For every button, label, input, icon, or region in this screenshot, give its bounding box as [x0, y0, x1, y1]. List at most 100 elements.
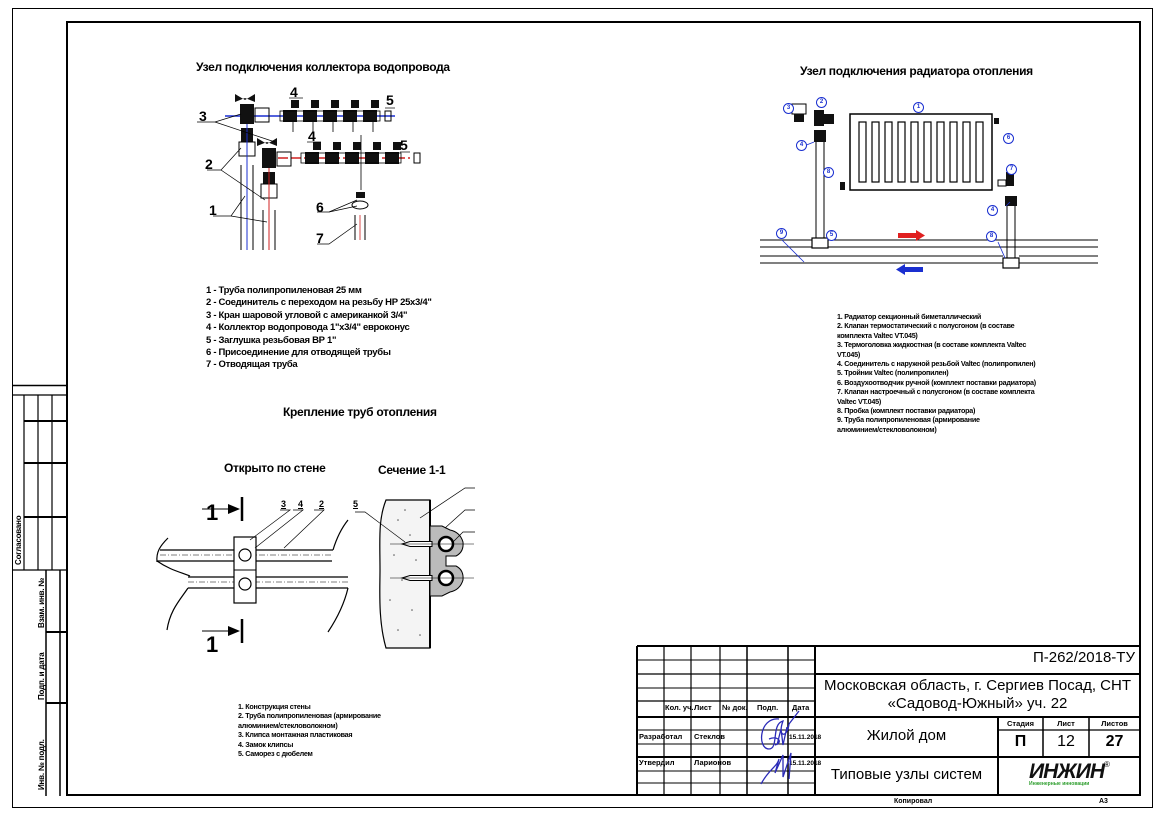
legend-item: 1 - Труба полипропиленовая 25 мм [206, 285, 362, 296]
sheets-value: 27 [1105, 733, 1124, 750]
legend-item: 4. Замок клипсы [238, 739, 294, 749]
callout-5-top: 5 [386, 92, 394, 108]
copied-label: Копировал [894, 798, 933, 805]
callout-9: 9 [776, 228, 787, 239]
callout-4-left: 4 [796, 140, 807, 151]
object-name: Жилой дом [866, 727, 947, 744]
sheet-title: Типовые узлы систем [830, 766, 983, 783]
header-date: Дата [792, 703, 810, 712]
stage-label: Стадия [1006, 719, 1034, 728]
legend-item: 1. Радиатор секционный биметаллический [837, 312, 982, 321]
callout-4: 4 [298, 499, 304, 509]
callout-8-left: 8 [823, 167, 834, 178]
pipe-mounting-open-view [156, 497, 349, 643]
callout-1: 1 [209, 202, 217, 218]
outer-frame [12, 8, 1153, 808]
legend-item: 2. Клапан термостатический с полусгоном … [837, 321, 1015, 331]
legend-item: 6. Воздухоотводчик ручной (комплект пост… [837, 377, 1036, 387]
row-name-approver: Ларионов [694, 758, 732, 767]
row-role-approver: Утвердил [639, 758, 675, 767]
pipe-mounting-section-view [355, 487, 475, 649]
legend-item: VT.045) [837, 349, 861, 359]
stamp-agreed: Согласовано [14, 515, 23, 565]
return-arrow [896, 264, 923, 275]
row-date-approver: 15.11.2018 [789, 760, 822, 767]
stamp-inv-replace: Взам. инв. № [37, 577, 46, 628]
callout-2: 2 [816, 97, 827, 108]
title-block: Кол. уч. Лист № док. Подп. Дата Разработ… [636, 645, 1140, 795]
callout-6: 6 [316, 199, 324, 215]
legend-item: 7. Клапан настроечный с полусгоном (в со… [837, 387, 1035, 397]
radiator-drawing [760, 103, 1098, 275]
address: Московская область, г. Сергиев Посад, СН… [815, 677, 1140, 713]
callout-3: 3 [199, 108, 207, 124]
legend-item: алюминием/стекловолокном) [238, 720, 338, 730]
legend-item: 3 - Кран шаровой угловой с американкой 3… [206, 309, 408, 321]
title-block-grid [636, 645, 1140, 795]
header-doc-no: № док. [722, 703, 748, 712]
address-line-1: Московская область, г. Сергиев Посад, СН… [824, 677, 1131, 694]
header-sign: Подп. [757, 703, 779, 712]
callout-5-bottom: 5 [400, 137, 408, 153]
callout-4-bottom: 4 [308, 128, 316, 144]
row-name-developer: Стеклов [694, 732, 725, 741]
legend-item: 8. Пробка (комплект поставки радиатора) [837, 406, 976, 416]
row-date-developer: 15.11.2018 [789, 734, 822, 741]
stamp-inv-orig: Инв. № подл. [37, 739, 46, 790]
legend-item: 3. Термоголовка жидкостная (в составе ко… [837, 340, 1027, 350]
legend-item: комплекта Valtec VT.045) [837, 330, 918, 340]
company-logo: ИНЖИН® Инженерные инновации [1029, 760, 1110, 787]
legend-item: 1. Конструкция стены [238, 702, 311, 711]
callout-7: 7 [316, 230, 324, 246]
legend-item: 5 - Заглушка резьбовая ВР 1" [206, 334, 337, 346]
water-collector-legend: 1 - Труба полипропиленовая 25 мм 2 - Сое… [206, 285, 432, 372]
callout-6: 6 [1003, 133, 1014, 144]
legend-item: 7 - Отводящая труба [206, 359, 298, 371]
callout-2: 2 [205, 156, 213, 172]
address-line-2: «Садовод-Южный» уч. 22 [887, 695, 1068, 712]
legend-item: 6 - Присоединение для отводящей трубы [206, 347, 391, 359]
section-mark-top: 1 [206, 500, 219, 525]
doc-code: П-262/2018-ТУ [1032, 649, 1135, 666]
header-kol-uch: Кол. уч. [665, 703, 694, 712]
water-collector-drawing [197, 94, 421, 250]
callout-7: 7 [1006, 164, 1017, 175]
callout-4-top: 4 [290, 84, 298, 100]
sheets-label: Листов [1101, 719, 1128, 728]
callout-5: 5 [353, 499, 359, 509]
legend-item: 2. Труба полипропиленовая (армирование [238, 711, 381, 721]
callout-3: 3 [783, 103, 794, 114]
header-list: Лист [694, 703, 712, 712]
legend-item: 3. Клипса монтажная пластиковая [238, 730, 353, 740]
supply-arrow [898, 230, 925, 241]
logo-text: ИНЖИН [1029, 760, 1105, 783]
legend-item: 4. Соединитель с наружной резьбой Valtec… [837, 359, 1036, 369]
callout-2: 2 [319, 499, 325, 509]
legend-item: 5. Тройник Valtec (полипропилен) [837, 368, 949, 378]
signature-developer [760, 710, 800, 785]
radiator-legend: 1. Радиатор секционный биметаллический 2… [837, 312, 1036, 434]
callout-1: 1 [913, 102, 924, 113]
legend-item: Valtec VT.045) [837, 396, 882, 406]
radiator-title: Узел подключения радиатора отопления [800, 64, 1033, 78]
legend-item: алюминием/стекловолокном) [837, 424, 937, 434]
sheet-label: Лист [1057, 719, 1075, 728]
stamp-sign-date: Подп. и дата [37, 652, 46, 700]
section-mark-bottom: 1 [206, 632, 219, 657]
pipe-mounting-title: Крепление труб отопления [283, 405, 437, 419]
legend-item: 4 - Коллектор водопровода 1"х3/4" евроко… [206, 322, 410, 334]
drawing-frame [66, 21, 1141, 796]
callout-3: 3 [281, 499, 287, 509]
callout-4-right: 4 [987, 205, 998, 216]
view-open-label: Открыто по стене [224, 461, 326, 475]
legend-item: 2 - Соединитель с переходом на резьбу НР… [206, 297, 432, 309]
view-section-label: Сечение 1-1 [378, 463, 446, 477]
logo-subtitle: Инженерные инновации [1029, 781, 1090, 787]
row-role-developer: Разработал [639, 732, 683, 741]
callout-5: 5 [826, 230, 837, 241]
water-collector-title: Узел подключения коллектора водопровода [196, 60, 450, 74]
registered-mark: ® [1104, 760, 1110, 769]
callout-8-right: 8 [986, 231, 997, 242]
pipe-mounting-legend: 1. Конструкция стены 2. Труба полипропил… [238, 702, 381, 758]
side-stamp-grid [12, 384, 68, 796]
